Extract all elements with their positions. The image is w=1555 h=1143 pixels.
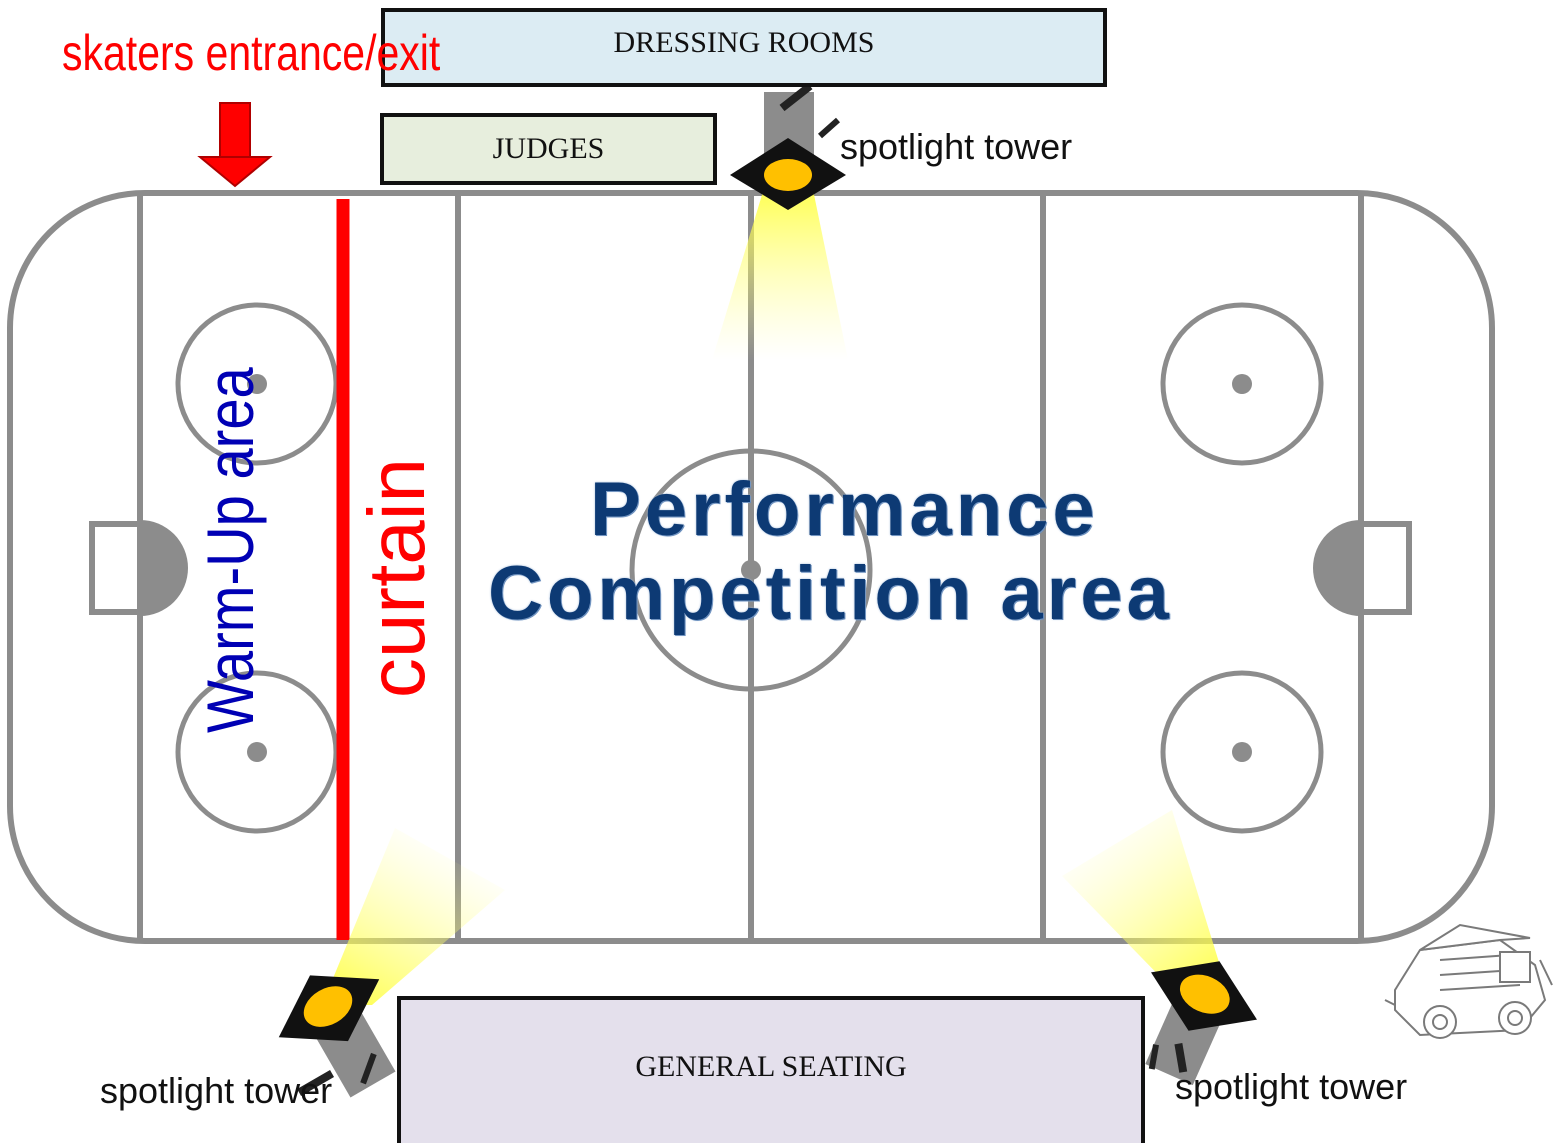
spotlight-tower-label-top: spotlight tower xyxy=(840,126,1073,167)
curtain-label: curtain xyxy=(352,457,441,699)
faceoff-dot xyxy=(247,374,267,394)
spotlight-icon xyxy=(730,82,846,210)
faceoff-dots xyxy=(247,374,1252,762)
faceoff-dot xyxy=(1232,374,1252,394)
faceoff-circles xyxy=(175,302,1324,834)
spotlight-tower-label-bottom-right: spotlight tower xyxy=(1175,1066,1408,1107)
general-seating-box: GENERAL SEATING xyxy=(397,996,1145,1143)
judges-label: JUDGES xyxy=(492,132,605,165)
zamboni-icon xyxy=(1384,923,1553,1039)
general-seating-label: GENERAL SEATING xyxy=(635,1050,907,1083)
skaters-entrance-label: skaters entrance/exit xyxy=(62,25,441,81)
faceoff-circle-bottom-right xyxy=(1160,670,1324,834)
warmup-area-label: Warm-Up area xyxy=(193,367,267,733)
goal-crease-right xyxy=(1313,520,1361,616)
performance-label-line2: Competition area xyxy=(488,551,1173,636)
goal-net-left xyxy=(89,521,140,615)
spotlight-icon xyxy=(278,975,396,1098)
goal-crease-left xyxy=(140,520,188,616)
dressing-rooms-box: DRESSING ROOMS xyxy=(381,8,1107,87)
faceoff-circle-bottom-left xyxy=(175,670,339,834)
faceoff-dot xyxy=(1232,742,1252,762)
faceoff-dot xyxy=(247,742,267,762)
spotlight-tower-label-bottom-left: spotlight tower xyxy=(100,1070,333,1111)
faceoff-dot xyxy=(741,560,761,580)
spotlight-beam-bottom-right xyxy=(1062,810,1226,995)
faceoff-circle-top-right xyxy=(1160,302,1324,466)
faceoff-circle-top-left xyxy=(175,302,339,466)
performance-label-line1: Performance xyxy=(590,467,1099,552)
dressing-rooms-label: DRESSING ROOMS xyxy=(613,26,875,59)
spotlight-icon xyxy=(1145,961,1257,1086)
goal-net-right xyxy=(1361,521,1412,615)
spotlight-beam-top xyxy=(712,175,848,360)
down-arrow-icon xyxy=(197,102,273,188)
center-circle xyxy=(629,448,873,692)
judges-box: JUDGES xyxy=(380,113,717,185)
spotlight-beam-bottom-left xyxy=(322,828,505,1005)
